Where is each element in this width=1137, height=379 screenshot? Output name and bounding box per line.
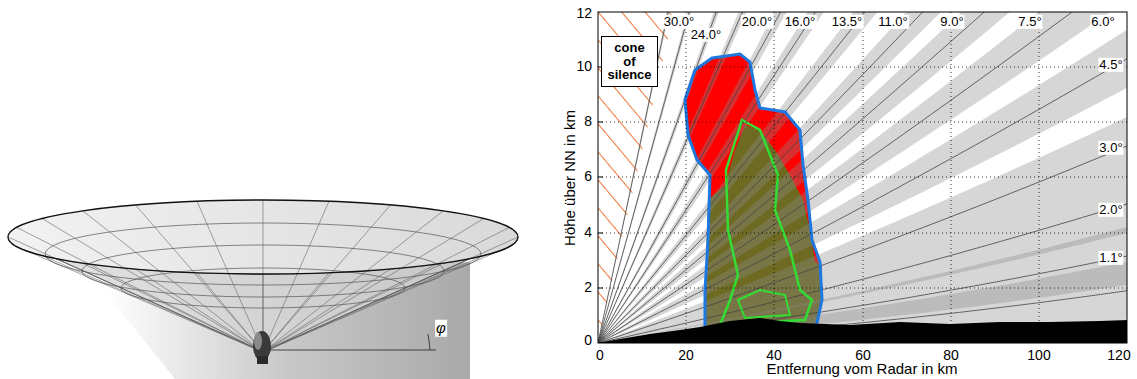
reflectivity-contour xyxy=(720,120,812,325)
cone-ray xyxy=(263,269,391,352)
beam-axis xyxy=(598,12,1127,343)
label-box: cone of silence xyxy=(601,36,658,87)
beam-band xyxy=(598,12,1127,343)
elevation-angle: 3.0° xyxy=(1098,141,1123,155)
elevation-angle: 13.5° xyxy=(831,15,864,29)
y-tick-label: 12 xyxy=(576,6,592,21)
cone-ray xyxy=(136,269,264,352)
cone-ray xyxy=(263,237,518,352)
elevation-angle: 11.0° xyxy=(877,15,909,29)
radar-beams xyxy=(598,12,1127,343)
elevation-angle: 1.1° xyxy=(1098,251,1123,265)
beam-axis xyxy=(598,12,1127,343)
y-axis-title: Höhe über NN in km xyxy=(562,110,579,246)
y-tick-label: 2 xyxy=(584,280,592,295)
storm-outline xyxy=(685,54,822,334)
x-tick-label: 120 xyxy=(1107,348,1130,363)
cone-rim xyxy=(8,200,518,274)
elevation-angle: 6.0° xyxy=(1090,15,1115,29)
elevation-angle: 24.0° xyxy=(690,28,723,42)
box-text: cone of silence xyxy=(607,41,651,82)
x-axis-title: Entfernung vom Radar in km xyxy=(767,361,958,378)
beam-axis xyxy=(598,12,1127,343)
radar-beam xyxy=(598,12,1127,343)
beam-band xyxy=(598,12,1127,343)
radar-beam xyxy=(598,12,1127,343)
angle-arc xyxy=(428,334,430,350)
y-tick-label: 0 xyxy=(584,333,592,348)
beam-band xyxy=(598,12,1127,343)
elevation-angle: 2.0° xyxy=(1098,203,1123,217)
elevation-angle: 9.0° xyxy=(939,15,964,29)
beam-band xyxy=(598,12,1127,343)
reflectivity-contour xyxy=(738,290,790,318)
range-rings xyxy=(45,223,481,308)
beam-band xyxy=(598,12,1127,343)
axes-frame xyxy=(598,12,1127,343)
beam-band xyxy=(598,12,1127,343)
radar-beam xyxy=(598,12,1127,343)
elevation-angle: 16.0° xyxy=(784,15,817,29)
y-tick-label: 4 xyxy=(584,225,592,240)
cone-rays xyxy=(8,200,518,352)
beam-band xyxy=(598,12,1127,343)
radar-beam xyxy=(598,12,1127,343)
beam-band xyxy=(598,12,1127,343)
cone-ray xyxy=(8,237,263,352)
beam-axis xyxy=(598,12,1127,343)
horizontal-line xyxy=(270,350,436,351)
radar-beam xyxy=(598,12,1127,343)
radar-beam xyxy=(598,12,1127,343)
angle-symbol: φ xyxy=(435,320,447,337)
terrain xyxy=(598,318,1127,343)
beam-axis xyxy=(598,12,1127,343)
beam-axis xyxy=(598,12,1127,343)
radar-beam xyxy=(598,12,1127,343)
grid-lines xyxy=(598,12,1127,343)
x-tick-label: 20 xyxy=(678,348,694,363)
beam-axis xyxy=(598,12,1127,343)
y-tick-label: 8 xyxy=(584,114,592,129)
x-tick-label: 100 xyxy=(1027,348,1050,363)
radar-antenna xyxy=(253,331,271,364)
y-tick-label: 6 xyxy=(584,169,592,184)
axis-ticks xyxy=(598,67,1039,343)
y-tick-label: 10 xyxy=(576,59,592,74)
beam-axis xyxy=(598,12,1127,343)
radar-beam xyxy=(598,12,1127,343)
elevation-angle: 20.0° xyxy=(741,15,774,29)
elevation-angle: 7.5° xyxy=(1017,15,1042,29)
x-tick-label: 0 xyxy=(596,348,604,363)
elevation-angle: 4.5° xyxy=(1098,58,1123,72)
